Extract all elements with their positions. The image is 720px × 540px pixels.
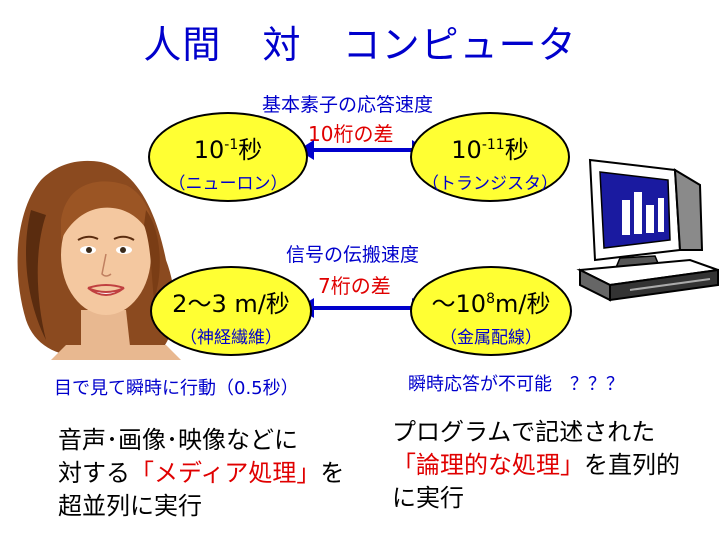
response-speed-difference: 10桁の差 bbox=[308, 122, 394, 146]
woman-face-illustration bbox=[17, 160, 181, 360]
computer-text-line3: に実行 bbox=[392, 484, 464, 512]
human-processing-text: 音声･画像･映像などに 対する「メディア処理」を 超並列に実行 bbox=[58, 424, 344, 523]
response-speed-arrow bbox=[298, 140, 428, 160]
computer-processing-text: プログラムで記述された 「論理的な処理」を直列的 に実行 bbox=[392, 416, 680, 515]
nerve-fiber-speed-value: 2～3 m/秒 bbox=[172, 290, 290, 318]
metal-wiring-speed-ellipse: ～108m/秒 （金属配線） bbox=[410, 266, 572, 356]
nerve-fiber-speed-ellipse: 2～3 m/秒 （神経繊維） bbox=[150, 266, 312, 356]
signal-speed-caption: 信号の伝搬速度 bbox=[286, 244, 420, 266]
response-speed-caption: 基本素子の応答速度 bbox=[262, 94, 434, 116]
transistor-label: （トランジスタ） bbox=[422, 174, 558, 194]
human-text-line1: 音声･画像･映像などに bbox=[58, 426, 298, 454]
computer-text-line1: プログラムで記述された bbox=[392, 418, 656, 446]
title-computer: コンピュータ bbox=[342, 23, 577, 67]
page-title: 人間 対 コンピュータ bbox=[0, 14, 720, 69]
logical-processing-highlight: 「論理的な処理」 bbox=[392, 451, 584, 479]
title-human: 人間 bbox=[143, 23, 222, 67]
nerve-fiber-label: （神経繊維） bbox=[180, 328, 282, 348]
title-versus: 対 bbox=[262, 23, 302, 67]
human-response-note: 目で見て瞬時に行動（0.5秒） bbox=[54, 378, 299, 399]
neuron-speed-ellipse: 10-1秒 （ニューロン） bbox=[148, 112, 308, 202]
human-text-line2: 対する「メディア処理」を bbox=[58, 459, 345, 487]
transistor-speed-value: 10-11秒 bbox=[451, 136, 529, 164]
computer-illustration bbox=[576, 158, 719, 302]
metal-wiring-label: （金属配線） bbox=[440, 328, 542, 348]
media-processing-highlight: 「メディア処理」 bbox=[130, 459, 321, 487]
transistor-speed-ellipse: 10-11秒 （トランジスタ） bbox=[410, 112, 570, 202]
human-text-line3: 超並列に実行 bbox=[58, 492, 202, 520]
neuron-speed-value: 10-1秒 bbox=[193, 136, 263, 164]
neuron-label: （ニューロン） bbox=[168, 174, 288, 194]
signal-speed-difference: 7桁の差 bbox=[318, 274, 391, 298]
computer-response-note: 瞬時応答が不可能 ？？？ bbox=[408, 374, 624, 395]
metal-wiring-speed-value: ～108m/秒 bbox=[431, 290, 551, 318]
computer-text-line2: 「論理的な処理」を直列的 bbox=[392, 451, 680, 479]
signal-speed-arrow bbox=[298, 298, 428, 318]
